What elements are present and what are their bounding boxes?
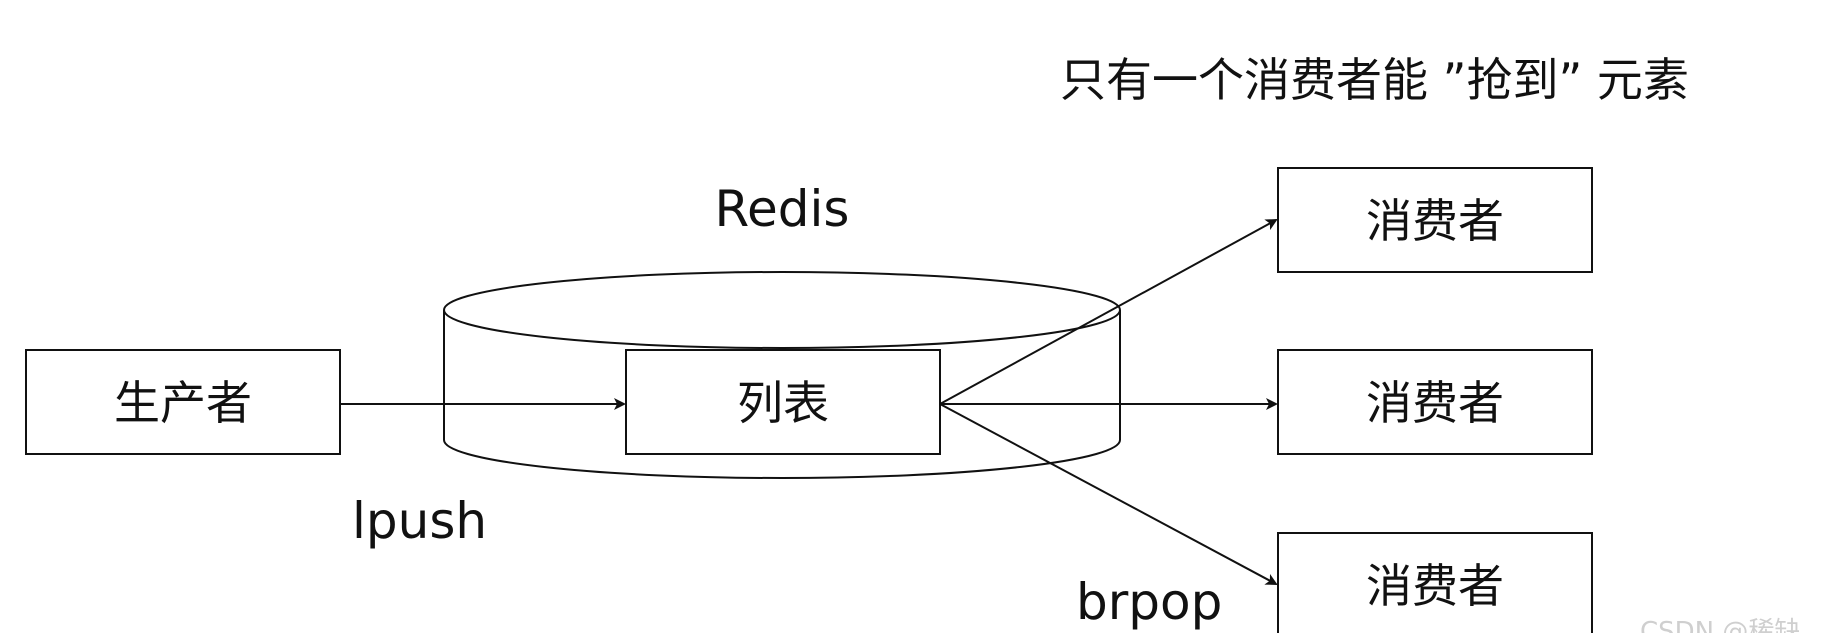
consumer-node-1: 消费者 [1277,167,1593,273]
list-to-consumer-3-arrow [939,403,1278,585]
brpop-label: brpop [1076,573,1222,631]
consumer-label-3: 消费者 [1366,559,1504,613]
list-to-consumer-1-arrow [939,219,1278,405]
redis-cylinder-top [443,271,1121,349]
producer-node: 生产者 [25,349,341,455]
consumer-node-2: 消费者 [1277,349,1593,455]
list-node: 列表 [625,349,941,455]
watermark: CSDN @稀缺 [1640,617,1800,633]
producer-label: 生产者 [114,376,252,430]
list-label: 列表 [737,376,829,430]
lpush-label: lpush [352,492,487,550]
consumer-node-3: 消费者 [1277,532,1593,633]
consumer-label-1: 消费者 [1366,194,1504,248]
consumer-label-2: 消费者 [1366,376,1504,430]
diagram-title: 只有一个消费者能 ”抢到” 元素 [1060,53,1689,107]
redis-label: Redis [715,180,850,238]
